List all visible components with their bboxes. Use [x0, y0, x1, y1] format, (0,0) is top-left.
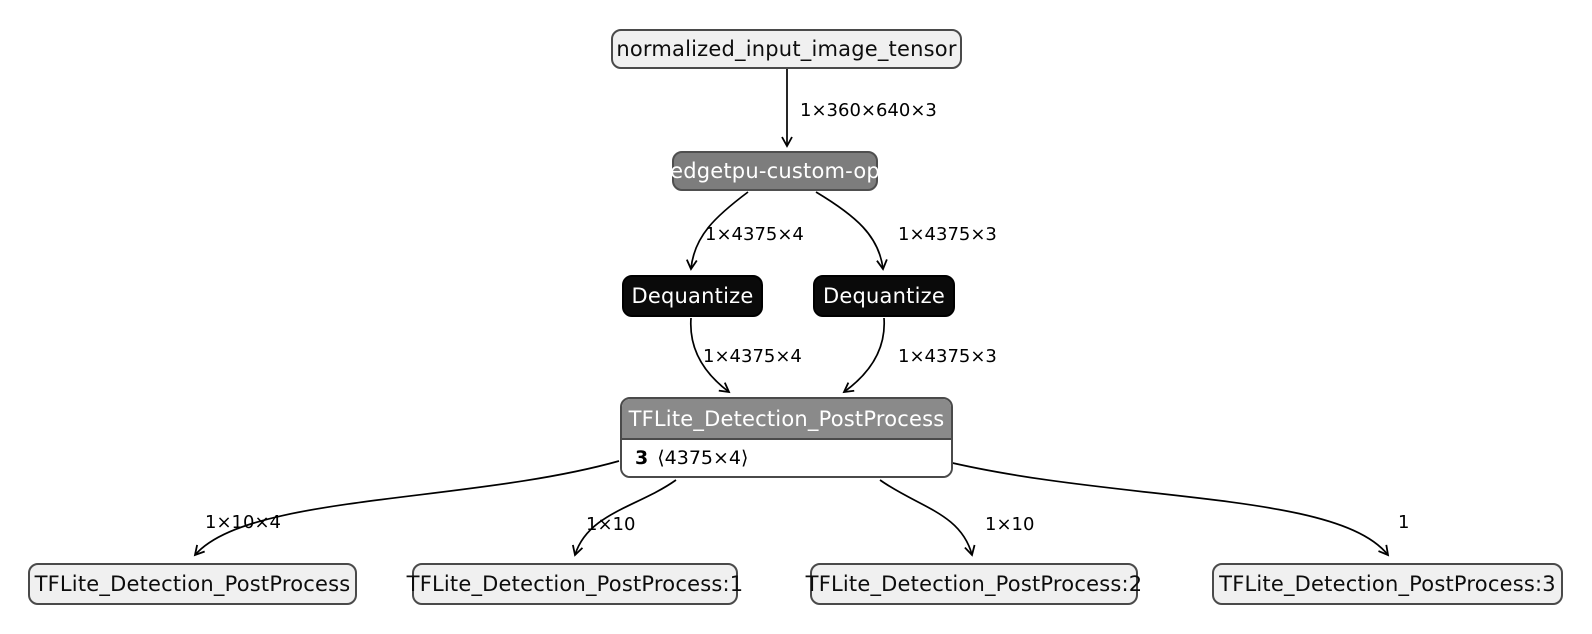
- edge-label-postprocess-to-output-2: 1×10: [985, 514, 1035, 535]
- node-output-3[interactable]: TFLite_Detection_PostProcess:3: [1212, 563, 1563, 605]
- node-dequantize-left[interactable]: Dequantize: [622, 275, 763, 317]
- node-edgetpu-custom-op[interactable]: edgetpu-custom-op: [670, 151, 880, 191]
- postprocess-attr-shape: ⟨4375×4⟩: [657, 447, 749, 469]
- edge-edgetpu-to-dequantize-right: [815, 191, 888, 271]
- edge-label-postprocess-to-output-1: 1×10: [586, 514, 636, 535]
- edge-label-edgetpu-to-dequantize-right: 1×4375×3: [898, 224, 997, 245]
- edge-edgetpu-to-dequantize-left: [686, 191, 749, 271]
- edge-dequantize-right-to-postprocess: [842, 317, 885, 394]
- edge-postprocess-to-output-1: [572, 479, 677, 557]
- edge-postprocess-to-output-2: [879, 479, 976, 557]
- edge-label-postprocess-to-output-3: 1: [1398, 512, 1410, 533]
- node-input-tensor[interactable]: normalized_input_image_tensor: [611, 29, 962, 69]
- edge-dequantize-left-to-postprocess: [689, 317, 731, 394]
- postprocess-title: TFLite_Detection_PostProcess: [622, 399, 951, 440]
- edge-postprocess-to-output-3: [943, 460, 1390, 557]
- edge-label-edgetpu-to-dequantize-left: 1×4375×4: [705, 224, 804, 245]
- node-postprocess[interactable]: TFLite_Detection_PostProcess 3 ⟨4375×4⟩: [620, 397, 953, 478]
- node-dequantize-right[interactable]: Dequantize: [813, 275, 955, 317]
- node-output-1[interactable]: TFLite_Detection_PostProcess:1: [407, 563, 743, 605]
- postprocess-attributes: 3 ⟨4375×4⟩: [622, 440, 951, 476]
- postprocess-attr-index: 3: [635, 447, 649, 469]
- edge-postprocess-to-output-0: [193, 460, 620, 557]
- edge-label-dequantize-left-to-postprocess: 1×4375×4: [703, 346, 802, 367]
- edge-label-dequantize-right-to-postprocess: 1×4375×3: [898, 346, 997, 367]
- node-output-2[interactable]: TFLite_Detection_PostProcess:2: [806, 563, 1142, 605]
- node-output-0[interactable]: TFLite_Detection_PostProcess: [28, 563, 357, 605]
- edge-label-input-to-edgetpu: 1×360×640×3: [800, 100, 937, 121]
- edge-label-postprocess-to-output-0: 1×10×4: [205, 512, 281, 533]
